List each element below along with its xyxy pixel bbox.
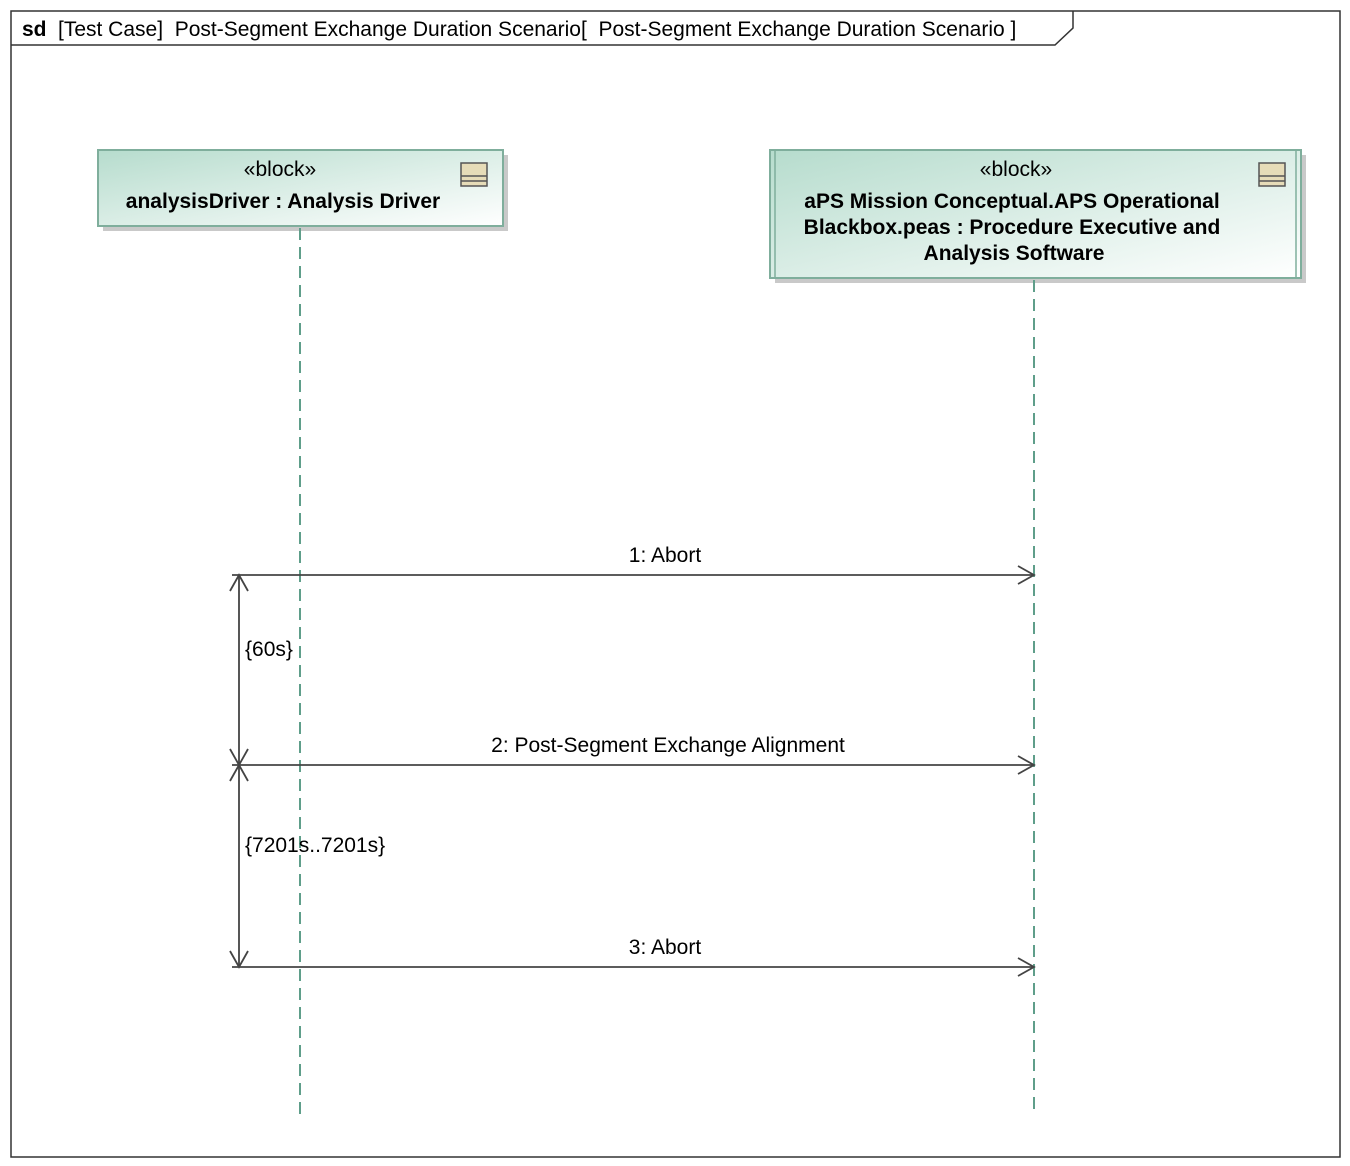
lifeline-stereotype: «block» xyxy=(980,158,1052,181)
message-label: 1: Abort xyxy=(629,544,702,567)
frame-kind: sd xyxy=(22,18,47,41)
lifeline-name-line-3: Analysis Software xyxy=(924,242,1105,265)
duration-arrowhead-bottom xyxy=(229,950,249,969)
lifeline-name: analysisDriver : Analysis Driver xyxy=(126,190,440,213)
lifeline-head[interactable] xyxy=(97,149,504,227)
message-arrowhead xyxy=(1017,957,1036,977)
message-arrowhead xyxy=(1017,565,1036,585)
frame-title: [Test Case] Post-Segment Exchange Durati… xyxy=(58,18,1016,41)
duration-arrowhead-top xyxy=(229,573,249,592)
frame-title-tab xyxy=(11,11,1074,46)
message-arrowhead xyxy=(1017,755,1036,775)
lifeline-analysis-driver[interactable]: «block» analysisDriver : Analysis Driver xyxy=(97,149,508,231)
lifeline-peas[interactable]: «block» aPS Mission Conceptual.APS Opera… xyxy=(769,149,1306,283)
message-label: 3: Abort xyxy=(629,936,702,959)
message-label: 2: Post-Segment Exchange Alignment xyxy=(491,734,845,757)
message-3[interactable]: 3: Abort xyxy=(232,936,1036,977)
lifeline-name-line-2: Blackbox.peas : Procedure Executive and xyxy=(804,216,1221,239)
duration-arrowhead-top xyxy=(229,763,249,782)
duration-label: {7201s..7201s} xyxy=(245,834,385,857)
block-icon xyxy=(460,162,488,187)
diagram-frame xyxy=(10,10,1341,1158)
lifeline-name-line-1: aPS Mission Conceptual.APS Operational xyxy=(804,190,1219,213)
duration-constraint-2[interactable]: {7201s..7201s} xyxy=(229,763,385,969)
block-icon xyxy=(1258,162,1286,187)
message-1[interactable]: 1: Abort xyxy=(232,544,1036,585)
duration-label: {60s} xyxy=(245,638,293,661)
lifeline-head[interactable] xyxy=(769,149,1302,279)
message-2[interactable]: 2: Post-Segment Exchange Alignment xyxy=(232,734,1036,775)
lifeline-stereotype: «block» xyxy=(244,158,316,181)
duration-constraint-1[interactable]: {60s} xyxy=(229,573,293,767)
